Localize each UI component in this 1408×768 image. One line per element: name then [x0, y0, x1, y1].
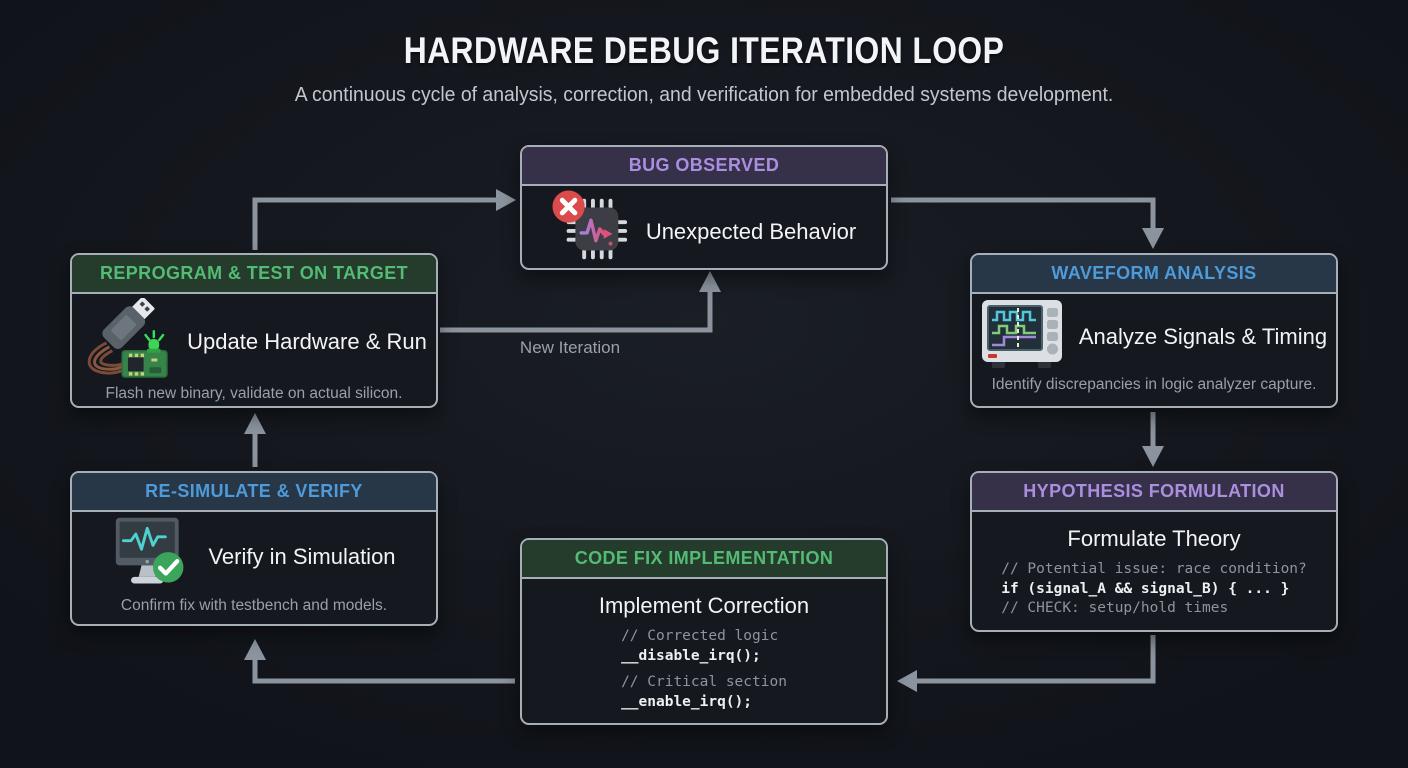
resimulate-header: RE-SIMULATE & VERIFY: [72, 473, 436, 512]
node-reprogram-test: REPROGRAM & TEST ON TARGET: [70, 253, 438, 408]
arrow-hypothesis-to-codefix: [897, 635, 1156, 692]
monitor-check-icon: [112, 516, 192, 597]
node-resimulate-verify: RE-SIMULATE & VERIFY Verify in Simul: [70, 471, 438, 626]
new-iteration-label: New Iteration: [519, 338, 621, 357]
arrow-codefix-to-resimulate: [244, 639, 515, 684]
code-line: // CHECK: setup/hold times: [1001, 600, 1229, 616]
page-title: HARDWARE DEBUG ITERATION LOOP: [403, 30, 1005, 71]
hypothesis-formulation-title: Formulate Theory: [1067, 526, 1241, 551]
bug-observed-title: Unexpected Behavior: [645, 218, 857, 244]
code-line: __enable_irq();: [621, 693, 753, 710]
resimulate-body: Verify in Simulation Confirm fix with te…: [72, 512, 436, 624]
code-line: // Critical section: [621, 674, 787, 690]
node-bug-observed: BUG OBSERVED: [520, 145, 888, 270]
reprogram-description: Flash new binary, validate on actual sil…: [105, 385, 403, 402]
hypothesis-code-block: // Potential issue: race condition? if (…: [1001, 560, 1307, 619]
code-fix-title: Implement Correction: [598, 593, 810, 618]
resimulate-description: Confirm fix with testbench and models.: [120, 597, 388, 614]
waveform-analysis-description: Identify discrepancies in logic analyzer…: [991, 376, 1317, 393]
page-subtitle: A continuous cycle of analysis, correcti…: [294, 84, 1114, 106]
bug-observed-body: Unexpected Behavior: [522, 186, 886, 268]
waveform-analysis-title: Analyze Signals & Timing: [1078, 324, 1328, 349]
hypothesis-formulation-body: Formulate Theory // Potential issue: rac…: [972, 512, 1336, 630]
arrow-waveform-to-hypothesis: [1142, 412, 1164, 467]
node-hypothesis-formulation: HYPOTHESIS FORMULATION Formulate Theory …: [970, 471, 1338, 632]
arrow-bug-to-waveform: [891, 197, 1164, 249]
chip-error-icon: [552, 190, 630, 268]
code-fix-code-block: // Corrected logic __disable_irq(); // C…: [621, 627, 787, 712]
node-code-fix-implementation: CODE FIX IMPLEMENTATION Implement Correc…: [520, 538, 888, 725]
arrow-reprogram-to-bug: [252, 189, 516, 250]
node-waveform-analysis: WAVEFORM ANALYSIS: [970, 253, 1338, 408]
waveform-analysis-header: WAVEFORM ANALYSIS: [972, 255, 1336, 294]
arrow-new-iteration: [440, 271, 721, 333]
oscilloscope-icon: [981, 299, 1063, 376]
reprogram-header: REPROGRAM & TEST ON TARGET: [72, 255, 436, 294]
reprogram-title: Update Hardware & Run: [187, 328, 427, 354]
arrow-resimulate-to-reprogram: [244, 413, 266, 467]
waveform-analysis-body: Analyze Signals & Timing Identify discre…: [972, 294, 1336, 406]
code-fix-body: Implement Correction // Corrected logic …: [522, 579, 886, 723]
code-line: __disable_irq();: [621, 647, 761, 664]
reprogram-body: Update Hardware & Run Flash new binary, …: [72, 294, 436, 406]
resimulate-title: Verify in Simulation: [208, 543, 396, 569]
code-line: if (signal_A && signal_B) { ... }: [1001, 580, 1290, 597]
usb-programmer-icon: [81, 296, 171, 385]
bug-observed-header: BUG OBSERVED: [522, 147, 886, 186]
hypothesis-formulation-header: HYPOTHESIS FORMULATION: [972, 473, 1336, 512]
code-line: // Corrected logic: [621, 628, 779, 644]
code-fix-header: CODE FIX IMPLEMENTATION: [522, 540, 886, 579]
code-line: // Potential issue: race condition?: [1001, 561, 1307, 577]
